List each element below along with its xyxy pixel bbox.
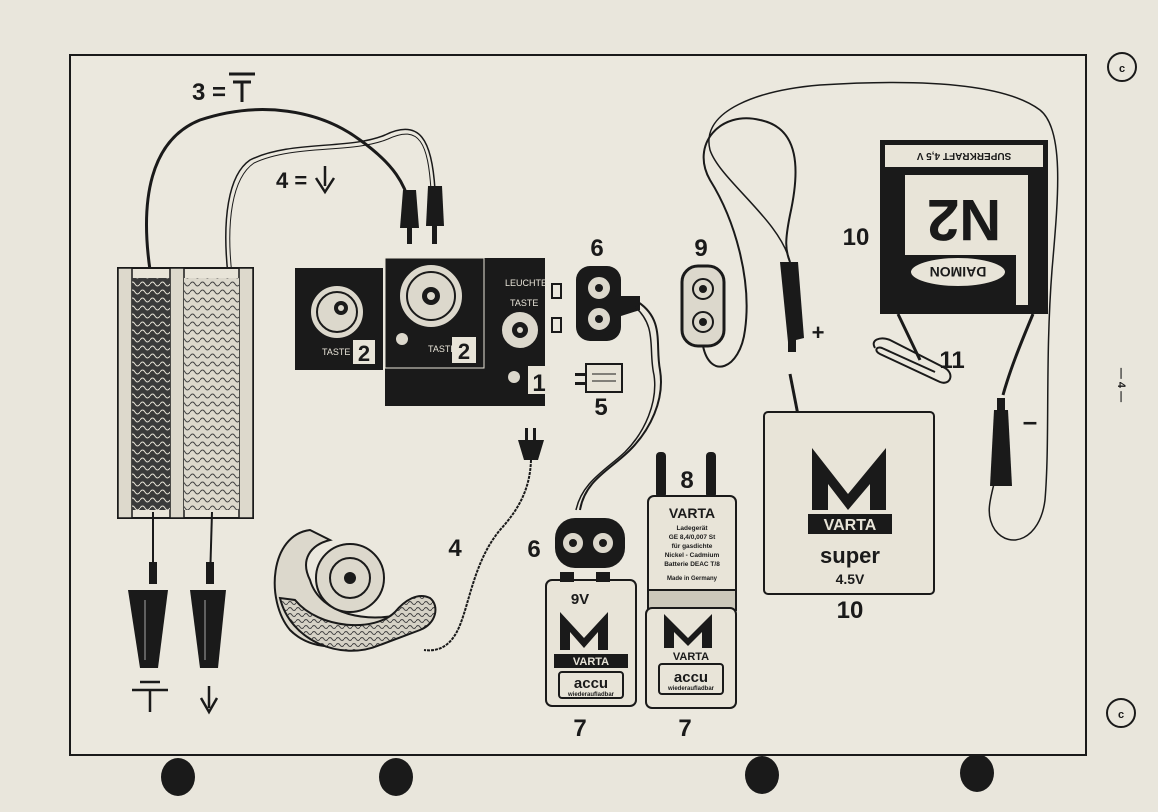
charger-accu-brand: VARTA bbox=[673, 651, 709, 663]
ground-symbol-icon bbox=[314, 166, 336, 195]
ground-symbol-icon bbox=[199, 686, 219, 715]
svg-text:c: c bbox=[1118, 709, 1124, 721]
clip-9-wire bbox=[702, 117, 797, 368]
board-label-taste: TASTE bbox=[510, 298, 538, 308]
coil-plug-right bbox=[190, 562, 226, 668]
label-battery-10-bottom: 10 bbox=[837, 597, 864, 624]
clip-6-cable bbox=[579, 301, 662, 511]
battery-9v-brand: VARTA bbox=[573, 656, 609, 668]
label-battery-7-right: 7 bbox=[678, 715, 691, 742]
label-module-2-right: 2 bbox=[458, 339, 470, 364]
battery-9v-sub: wiederaufladbar bbox=[567, 692, 615, 698]
daimon-model: N2 bbox=[927, 187, 1001, 252]
clip-6-cable-strand bbox=[575, 305, 656, 511]
varta-logo-icon bbox=[812, 448, 886, 510]
binder-hole bbox=[960, 754, 994, 792]
minus-plug bbox=[990, 398, 1012, 486]
battery-9v-voltage: 9V bbox=[571, 591, 589, 608]
label-battery-10-top: 10 bbox=[843, 224, 870, 251]
earphone bbox=[273, 528, 437, 652]
charger-line-5: Batterie DEAC T/8 bbox=[664, 561, 720, 568]
svg-text:c: c bbox=[1119, 63, 1125, 75]
charger-line-2: GE 8,4/0,007 St bbox=[669, 534, 716, 541]
long-wire bbox=[708, 81, 1059, 541]
label-paper-clip-11: 11 bbox=[939, 347, 964, 374]
label-ground-number: 4 = bbox=[276, 168, 307, 193]
battery-45-voltage: 4.5V bbox=[836, 571, 865, 587]
battery-45-brand: VARTA bbox=[824, 517, 877, 534]
ground-wire-outline bbox=[229, 133, 432, 276]
varta-logo-icon bbox=[664, 614, 712, 648]
charger-line-3: für gasdichte bbox=[672, 543, 713, 550]
battery-varta-super: VARTA super 4.5V bbox=[763, 373, 935, 595]
charger-line-4: Nickel - Cadmium bbox=[665, 552, 720, 559]
margin-circle-bottom: c bbox=[1106, 698, 1136, 728]
svg-text:TASTE: TASTE bbox=[428, 344, 456, 354]
label-plus: + bbox=[812, 320, 825, 345]
svg-text:TASTE: TASTE bbox=[322, 347, 350, 357]
label-charger-8: 8 bbox=[680, 467, 693, 494]
battery-clip-6-top bbox=[576, 266, 640, 341]
battery-9v: 9V VARTA accu wiederaufladbar bbox=[545, 572, 637, 707]
antenna-symbol-icon bbox=[229, 72, 255, 102]
ground-plug bbox=[426, 186, 444, 244]
label-clip-6-top: 6 bbox=[590, 235, 603, 262]
coil-spool bbox=[117, 267, 254, 519]
earphone-plug bbox=[518, 428, 544, 460]
charger-accu-sub: wiederaufladbar bbox=[667, 686, 715, 692]
ground-wire bbox=[225, 128, 436, 276]
varta-logo-icon bbox=[560, 612, 608, 650]
part-5-connector bbox=[575, 363, 623, 393]
circuit-board: TASTE 2 TASTE 2 LEUCHTE TASTE 1 bbox=[295, 257, 562, 406]
label-antenna-number: 3 = bbox=[192, 79, 226, 106]
label-module-2-left: 2 bbox=[358, 341, 370, 366]
battery-contact bbox=[1001, 313, 1035, 396]
antenna-symbol-icon bbox=[132, 680, 168, 712]
coil-winding-dark bbox=[132, 278, 170, 510]
battery-clip-9 bbox=[680, 264, 726, 348]
daimon-brand: DAIMON bbox=[930, 264, 987, 280]
board-label-leuchte: LEUCHTE bbox=[505, 278, 547, 288]
margin-circle-top: c bbox=[1107, 52, 1137, 82]
coil-winding-light bbox=[184, 278, 239, 510]
battery-daimon: SUPERKRAFT 4,5 V N2 DAIMON bbox=[880, 140, 1048, 314]
label-clip-6-bottom: 6 bbox=[527, 536, 540, 563]
label-battery-7-left: 7 bbox=[573, 715, 586, 742]
label-clip-9: 9 bbox=[694, 235, 707, 262]
battery-45-line: super bbox=[820, 543, 880, 568]
daimon-band: SUPERKRAFT 4,5 V bbox=[916, 150, 1011, 161]
binder-hole bbox=[161, 758, 195, 796]
earphone-cable bbox=[423, 459, 532, 652]
charger-brand: VARTA bbox=[669, 505, 715, 521]
page-side-mark: — 4 — bbox=[1115, 368, 1127, 402]
antenna-plug bbox=[400, 190, 419, 244]
charger-line-1: Ladegerät bbox=[676, 525, 708, 532]
battery-clip-6-bottom bbox=[555, 518, 625, 568]
label-part-5: 5 bbox=[594, 394, 607, 421]
binder-hole bbox=[745, 756, 779, 794]
paper-clip bbox=[872, 337, 952, 384]
label-earphone-4: 4 bbox=[448, 535, 462, 562]
charger-line-6: Made in Germany bbox=[667, 576, 718, 582]
label-minus: – bbox=[1023, 406, 1037, 436]
binder-hole bbox=[379, 758, 413, 796]
battery-9v-line: accu bbox=[574, 675, 608, 692]
charger: VARTA Ladegerät GE 8,4/0,007 St für gasd… bbox=[645, 452, 737, 709]
label-board-1: 1 bbox=[532, 370, 545, 397]
charger-accu-line: accu bbox=[674, 669, 708, 686]
antenna-wire bbox=[145, 108, 412, 271]
coil-plug-left bbox=[128, 562, 168, 668]
plus-plug bbox=[780, 262, 804, 352]
